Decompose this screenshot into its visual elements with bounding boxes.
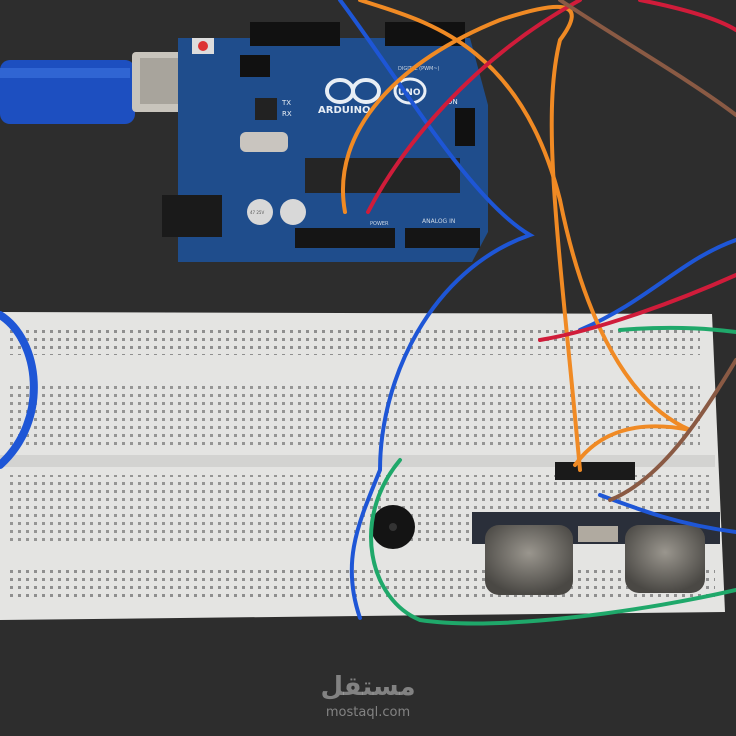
center-channel bbox=[0, 455, 715, 467]
red-wire-right bbox=[538, 273, 736, 342]
reset-button bbox=[198, 41, 208, 51]
watermark-url: mostaql.com bbox=[325, 705, 411, 720]
on-label: ON bbox=[447, 98, 458, 106]
digital-label: DIGITAL (PWM~) bbox=[398, 66, 440, 72]
top-power-rail bbox=[10, 325, 700, 355]
blue-wire-main bbox=[338, 0, 535, 620]
bottom-power-rail bbox=[10, 570, 715, 600]
power-label: POWER bbox=[370, 221, 389, 227]
upper-terminal-strip bbox=[10, 385, 700, 445]
brown-wire bbox=[608, 358, 736, 502]
tx-label: TX bbox=[281, 99, 291, 107]
blue-wire-right bbox=[578, 238, 736, 332]
blue-wire-left bbox=[0, 311, 38, 469]
capacitor bbox=[247, 199, 273, 225]
arduino-logo-icon bbox=[325, 77, 427, 105]
green-wire bbox=[369, 458, 736, 626]
orange-wire-1 bbox=[341, 4, 582, 472]
crystal bbox=[240, 132, 288, 152]
power-jack bbox=[162, 195, 222, 237]
red-wire bbox=[366, 0, 582, 214]
arduino-board: ARDUINO UNO TX RX ON DIGITAL (PWM~) POWE… bbox=[162, 22, 488, 262]
power-header bbox=[295, 228, 395, 248]
orange-wire-2 bbox=[358, 0, 691, 467]
green-wire-right bbox=[618, 325, 736, 334]
red-wire-top bbox=[638, 0, 736, 32]
brown-wire-top bbox=[558, 0, 736, 117]
analog-label: ANALOG IN bbox=[422, 218, 455, 225]
jumper-wires bbox=[0, 0, 736, 626]
analog-header bbox=[405, 228, 480, 248]
watermark-arabic: مستقل bbox=[320, 672, 416, 702]
capacitor bbox=[280, 199, 306, 225]
buzzer bbox=[371, 505, 415, 549]
board-brand: ARDUINO bbox=[318, 105, 370, 116]
board-model: UNO bbox=[398, 88, 421, 98]
capacitor-label: 47 25V bbox=[250, 210, 264, 215]
digital-header-left bbox=[250, 22, 340, 46]
rx-label: RX bbox=[282, 110, 292, 118]
